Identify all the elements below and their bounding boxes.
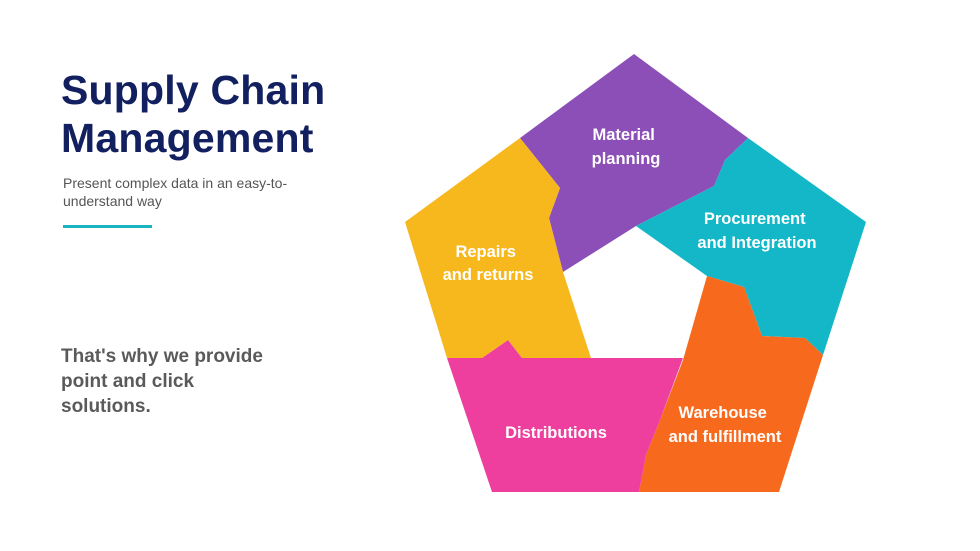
segment-repairs	[405, 138, 591, 358]
label-warehouse: Warehouse and fulfillment	[669, 404, 782, 446]
title-line-1: Supply Chain	[61, 67, 326, 113]
slide-title: Supply Chain Management	[61, 66, 325, 162]
accent-divider	[63, 225, 152, 228]
title-line-2: Management	[61, 115, 314, 161]
label-repairs: Repairs and returns	[443, 243, 534, 284]
label-material-planning: Material planning	[592, 126, 661, 168]
segment-distributions	[447, 340, 683, 492]
label-procurement: Procurement and Integration	[697, 210, 816, 252]
slide-tagline: That's why we provide point and click so…	[61, 346, 263, 417]
slide-subtitle: Present complex data in an easy-to-under…	[63, 175, 288, 209]
segment-material-planning	[520, 54, 748, 272]
segment-warehouse	[639, 276, 823, 492]
segment-procurement	[636, 138, 866, 355]
label-distributions: Distributions	[505, 424, 607, 442]
